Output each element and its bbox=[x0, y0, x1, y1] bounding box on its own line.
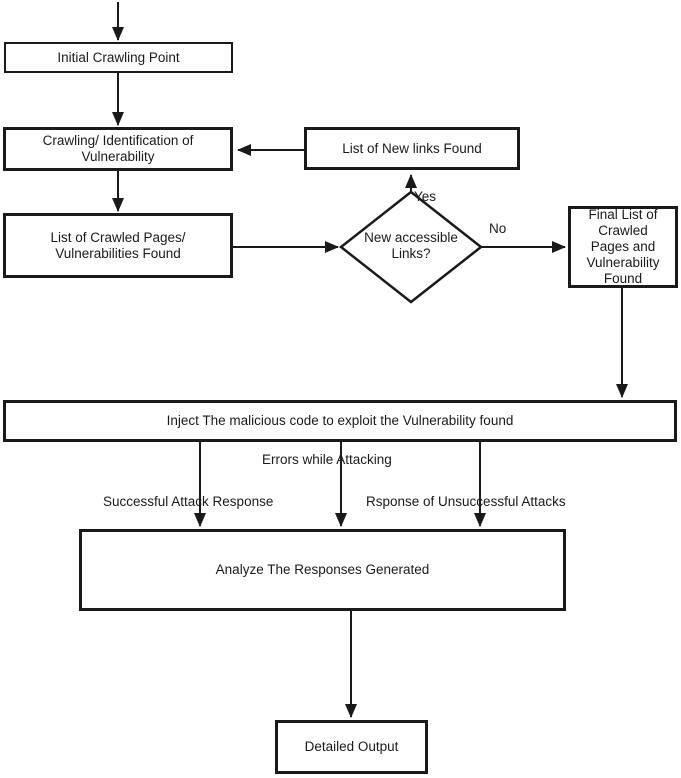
node-crawling-identification: Crawling/ Identification of Vulnerabilit… bbox=[3, 127, 233, 171]
edge-label-no: No bbox=[489, 221, 507, 236]
edge-label-response-unsuccessful-attacks: Rsponse of Unsuccessful Attacks bbox=[366, 494, 566, 509]
node-decision-new-accessible-links: New accessible Links? bbox=[341, 230, 481, 262]
node-label: New accessible Links? bbox=[364, 230, 458, 261]
node-label: Analyze The Responses Generated bbox=[215, 562, 430, 577]
edge-label-errors-while-attacking: Errors while Attacking bbox=[262, 452, 392, 467]
node-final-list: Final List of Crawled Pages and Vulnerab… bbox=[568, 206, 678, 288]
edge-label-yes: Yes bbox=[414, 189, 437, 204]
node-label: List of Crawled Pages/ Vulnerabilities F… bbox=[50, 229, 186, 261]
decision-diamond-shape bbox=[338, 190, 484, 304]
node-detailed-output: Detailed Output bbox=[275, 720, 428, 774]
edge-label-successful-attack-response: Successful Attack Response bbox=[103, 494, 274, 509]
node-label: Inject The malicious code to exploit the… bbox=[166, 413, 514, 428]
node-label: List of New links Found bbox=[342, 140, 482, 156]
node-list-crawled-pages: List of Crawled Pages/ Vulnerabilities F… bbox=[3, 213, 233, 278]
node-list-new-links: List of New links Found bbox=[304, 127, 520, 170]
node-initial-crawling-point: Initial Crawling Point bbox=[4, 42, 233, 73]
node-label: Initial Crawling Point bbox=[57, 49, 180, 65]
node-label: Detailed Output bbox=[304, 739, 399, 754]
node-inject-malicious-code: Inject The malicious code to exploit the… bbox=[3, 400, 677, 442]
node-analyze-responses: Analyze The Responses Generated bbox=[79, 529, 566, 611]
node-label: Final List of Crawled Pages and Vulnerab… bbox=[586, 207, 660, 286]
node-label: Crawling/ Identification of Vulnerabilit… bbox=[42, 133, 194, 164]
